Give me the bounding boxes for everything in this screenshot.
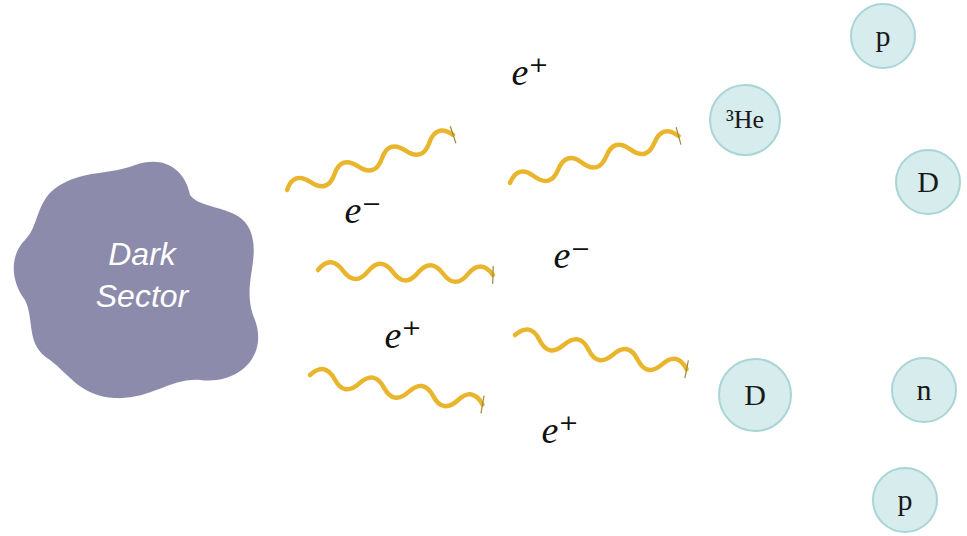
photon-wave	[508, 128, 681, 190]
blob-shape	[14, 162, 258, 398]
photon-wave	[513, 327, 688, 377]
wave-end-tick	[481, 396, 484, 414]
particle-symbol: e⁺	[385, 316, 422, 354]
particle-circle: D	[894, 148, 962, 216]
wave-end-tick	[676, 127, 681, 144]
particle-label: n	[917, 375, 932, 405]
dark-sector-blob: Dark Sector	[8, 158, 266, 403]
circle-shape	[710, 85, 780, 155]
particle-label: D	[744, 380, 766, 410]
particle-symbol: e⁺	[512, 53, 549, 91]
circle-shape	[892, 358, 956, 422]
sector-label: Dark Sector	[67, 234, 217, 317]
particle-symbol: e⁻	[345, 191, 382, 229]
photon-wave	[284, 127, 455, 197]
particle-circle: D	[717, 357, 793, 433]
photon-wave	[318, 262, 493, 283]
particle-symbol: e⁺	[542, 411, 579, 449]
particle-label: ³He	[726, 107, 764, 133]
circle-shape	[896, 150, 960, 214]
particle-label: p	[898, 485, 913, 515]
particle-label: D	[917, 167, 939, 197]
circle-shape	[851, 4, 915, 68]
circle-shape	[873, 468, 937, 532]
wave-end-tick	[492, 266, 494, 284]
wave-end-tick	[450, 126, 456, 143]
particle-circle: n	[890, 356, 958, 424]
particle-label: p	[876, 21, 891, 51]
particle-circle: p	[849, 2, 917, 70]
circle-shape	[719, 359, 791, 431]
particle-symbol: e⁻	[554, 236, 591, 274]
wave-end-tick	[685, 360, 689, 378]
photon-wave	[309, 367, 484, 412]
particle-circle: ³He	[708, 83, 782, 157]
particle-circle: p	[871, 466, 939, 534]
